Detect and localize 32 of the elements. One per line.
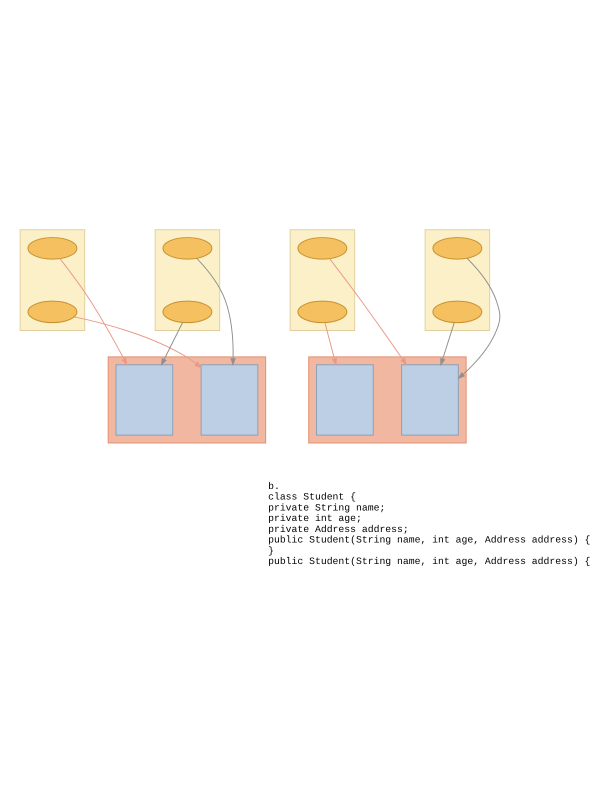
node-ellipse <box>162 236 212 260</box>
arrow <box>458 258 500 379</box>
arrow <box>74 316 202 368</box>
label: public Student(String name, int age, Address address) { <box>268 556 590 567</box>
arrow <box>440 322 455 366</box>
label: private Address address; <box>268 523 409 534</box>
node-ellipse <box>297 300 348 323</box>
node-box <box>200 364 258 436</box>
cluster <box>20 228 86 330</box>
arrow <box>196 258 236 366</box>
label: private String name; <box>268 502 386 513</box>
node-ellipse <box>432 300 482 323</box>
node-box <box>316 364 374 436</box>
label: } <box>268 544 274 556</box>
label: class Student { <box>268 491 356 502</box>
arrow <box>329 258 408 366</box>
node-ellipse <box>162 300 212 323</box>
label: b. <box>268 480 280 492</box>
node-box <box>401 364 459 436</box>
node-ellipse <box>28 300 78 323</box>
arrow <box>160 322 183 366</box>
label: private int age; <box>268 512 362 524</box>
label: public Student(String name, int age, Address address) { <box>268 534 590 546</box>
cluster <box>154 228 220 330</box>
arrow <box>324 322 337 366</box>
node-ellipse <box>28 236 78 260</box>
node-ellipse <box>297 236 348 260</box>
node-ellipse <box>432 236 482 260</box>
node-box <box>116 364 174 436</box>
cluster <box>290 228 356 330</box>
arrow <box>59 258 128 366</box>
cluster <box>424 228 490 330</box>
